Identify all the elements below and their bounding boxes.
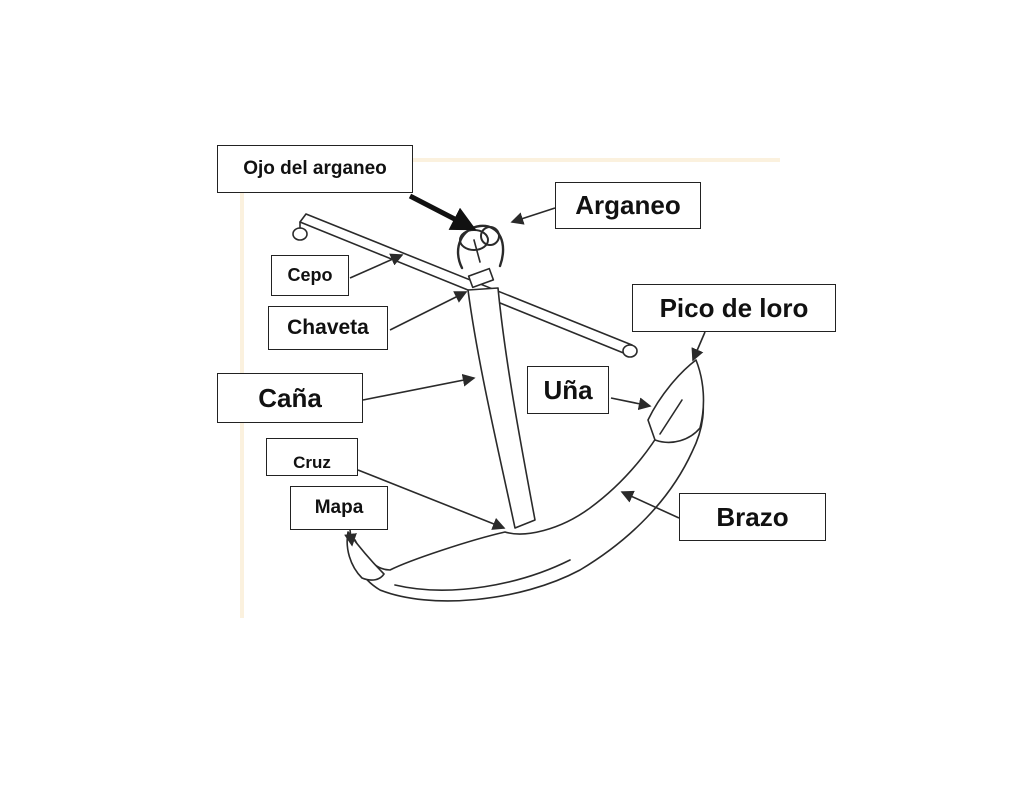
leader-lines — [344, 193, 706, 547]
anchor-shank — [467, 287, 536, 529]
anchor-key — [467, 267, 495, 289]
label-cepo: Cepo — [271, 255, 349, 296]
leader-cepo — [349, 253, 404, 279]
anchor-shackle — [456, 224, 505, 270]
leader-cana — [362, 373, 476, 401]
anchor-fluke-right — [647, 359, 705, 444]
leader-ojo-del-arganeo — [408, 193, 477, 231]
stock-end-left — [292, 227, 308, 241]
anchor-fluke-left — [346, 531, 385, 581]
leader-brazo — [620, 490, 680, 519]
leader-chaveta — [389, 291, 468, 331]
leader-pico-de-loro — [691, 331, 706, 362]
label-cana: Caña — [217, 373, 363, 423]
label-brazo: Brazo — [679, 493, 826, 541]
leader-cruz — [357, 469, 506, 530]
label-arganeo: Arganeo — [555, 182, 701, 229]
label-pico-de-loro: Pico de loro — [632, 284, 836, 332]
label-ojo-del-arganeo: Ojo del arganeo — [217, 145, 413, 193]
stock-end-right — [622, 344, 638, 358]
label-una: Uña — [527, 366, 609, 414]
label-mapa: Mapa — [290, 486, 388, 530]
leader-mapa — [344, 529, 357, 547]
leader-una — [610, 397, 652, 411]
label-chaveta: Chaveta — [268, 306, 388, 350]
leader-arganeo — [510, 207, 556, 225]
label-cruz: Cruz — [266, 438, 358, 476]
